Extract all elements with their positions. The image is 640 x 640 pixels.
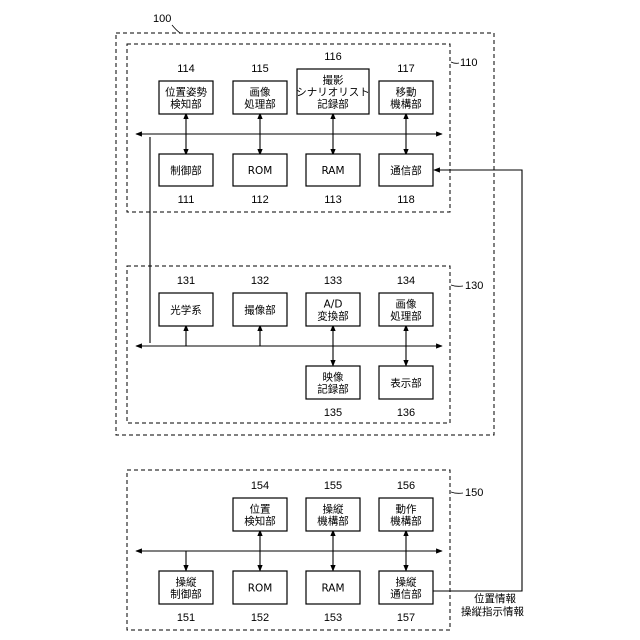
block-134: 画像処理部 134 [379, 275, 433, 326]
block-136-label-line: 表示部 [390, 377, 422, 390]
block-154-label-line: 位置 [250, 503, 271, 516]
ref-116: 116 [324, 51, 342, 63]
ref-110: 110 [460, 57, 478, 69]
block-153-label-line: RAM [321, 583, 344, 595]
block-135-label-line: 記録部 [317, 383, 349, 396]
ref-136: 136 [397, 407, 415, 419]
ref-130-leader [451, 285, 463, 286]
ref-152: 152 [251, 612, 269, 624]
ref-134: 134 [397, 275, 415, 287]
block-117-label-line: 移動 [396, 86, 417, 99]
blocks-layer: 位置姿勢検知部114画像処理部115撮影シナリオリスト記録部116移動機構部11… [159, 51, 433, 624]
block-153: RAM 153 [306, 571, 360, 624]
block-133: A/D変換部 133 [306, 275, 360, 326]
block-134-label-line: 画像 [396, 299, 417, 311]
ref-113: 113 [324, 194, 342, 206]
block-132-label-line: 撮像部 [244, 304, 276, 317]
ref-135: 135 [324, 407, 342, 419]
block-156: 動作機構部 156 [379, 480, 433, 531]
ref-133: 133 [324, 275, 342, 287]
block-152: ROM 152 [233, 571, 287, 624]
ref-151: 151 [177, 612, 195, 624]
ref-112: 112 [251, 194, 269, 206]
ref-130: 130 [465, 280, 483, 292]
ref-150: 150 [465, 487, 483, 499]
ref-150-leader [451, 492, 463, 493]
block-135-label-line: 映像 [323, 372, 344, 384]
block-131: 光学系 131 [159, 275, 213, 326]
block-155-label-line: 操縦 [323, 503, 344, 516]
ref-153: 153 [324, 612, 342, 624]
ref-114: 114 [177, 63, 195, 75]
group-150-boundary [127, 470, 450, 630]
block-113: RAM 113 [306, 154, 360, 206]
block-114: 位置姿勢検知部 114 [159, 63, 213, 114]
ref-100-leader [172, 25, 180, 33]
block-115-label-line: 画像 [250, 87, 271, 99]
block-156-label-line: 機構部 [390, 515, 422, 528]
block-113-label-line: RAM [321, 165, 344, 177]
block-135: 映像記録部 135 [306, 366, 360, 419]
block-133-label-line: 変換部 [317, 310, 349, 323]
block-115: 画像処理部 115 [233, 63, 287, 114]
block-118-label-line: 通信部 [390, 164, 422, 177]
block-117-label-line: 機構部 [390, 98, 422, 111]
block-151-label-line: 操縦 [176, 576, 197, 589]
link-label-position-info: 位置情報 [474, 592, 516, 605]
ref-155: 155 [324, 480, 342, 492]
block-117: 移動機構部 117 [379, 63, 433, 114]
link-157-to-118 [427, 170, 522, 591]
ref-156: 156 [397, 480, 415, 492]
block-115-label-line: 処理部 [244, 98, 276, 111]
block-116: 撮影シナリオリスト記録部 116 [296, 51, 370, 114]
ref-132: 132 [251, 275, 269, 287]
block-112: ROM 112 [233, 154, 287, 206]
ref-117: 117 [397, 63, 415, 75]
block-114-label-line: 検知部 [170, 98, 202, 111]
block-157-label-line: 操縦 [396, 576, 417, 589]
block-118: 通信部 118 [379, 154, 433, 206]
block-114-label-line: 位置姿勢 [165, 86, 207, 99]
block-155: 操縦機構部 155 [306, 480, 360, 531]
block-134-label-line: 処理部 [390, 310, 422, 323]
ref-157: 157 [397, 612, 415, 624]
block-116-label-line: 撮影 [323, 74, 344, 87]
ref-111: 111 [178, 194, 195, 206]
block-157-label-line: 通信部 [390, 588, 422, 601]
ref-115: 115 [251, 63, 269, 75]
block-151: 操縦制御部 151 [159, 571, 213, 624]
ref-131: 131 [177, 275, 195, 287]
ref-154: 154 [251, 480, 269, 492]
link-label-control-instruction-info: 操縦指示情報 [461, 605, 524, 618]
block-154: 位置検知部 154 [233, 480, 287, 531]
ref-118: 118 [397, 194, 415, 206]
block-112-label-line: ROM [248, 165, 273, 177]
block-132: 撮像部 132 [233, 275, 287, 326]
ref-100: 100 [153, 13, 171, 25]
block-151-label-line: 制御部 [170, 588, 202, 601]
block-156-label-line: 動作 [396, 503, 417, 516]
ref-110-leader [451, 62, 459, 63]
block-154-label-line: 検知部 [244, 515, 276, 528]
block-155-label-line: 機構部 [317, 515, 349, 528]
block-133-label-line: A/D [324, 299, 343, 311]
block-111-label-line: 制御部 [170, 164, 202, 177]
block-116-label-line: 記録部 [317, 98, 349, 111]
block-111: 制御部 111 [159, 154, 213, 206]
block-152-label-line: ROM [248, 583, 273, 595]
block-131-label-line: 光学系 [170, 304, 202, 317]
block-116-label-line: シナリオリスト [296, 87, 370, 99]
block-136: 表示部 136 [379, 366, 433, 419]
block-157: 操縦通信部 157 [379, 571, 433, 624]
